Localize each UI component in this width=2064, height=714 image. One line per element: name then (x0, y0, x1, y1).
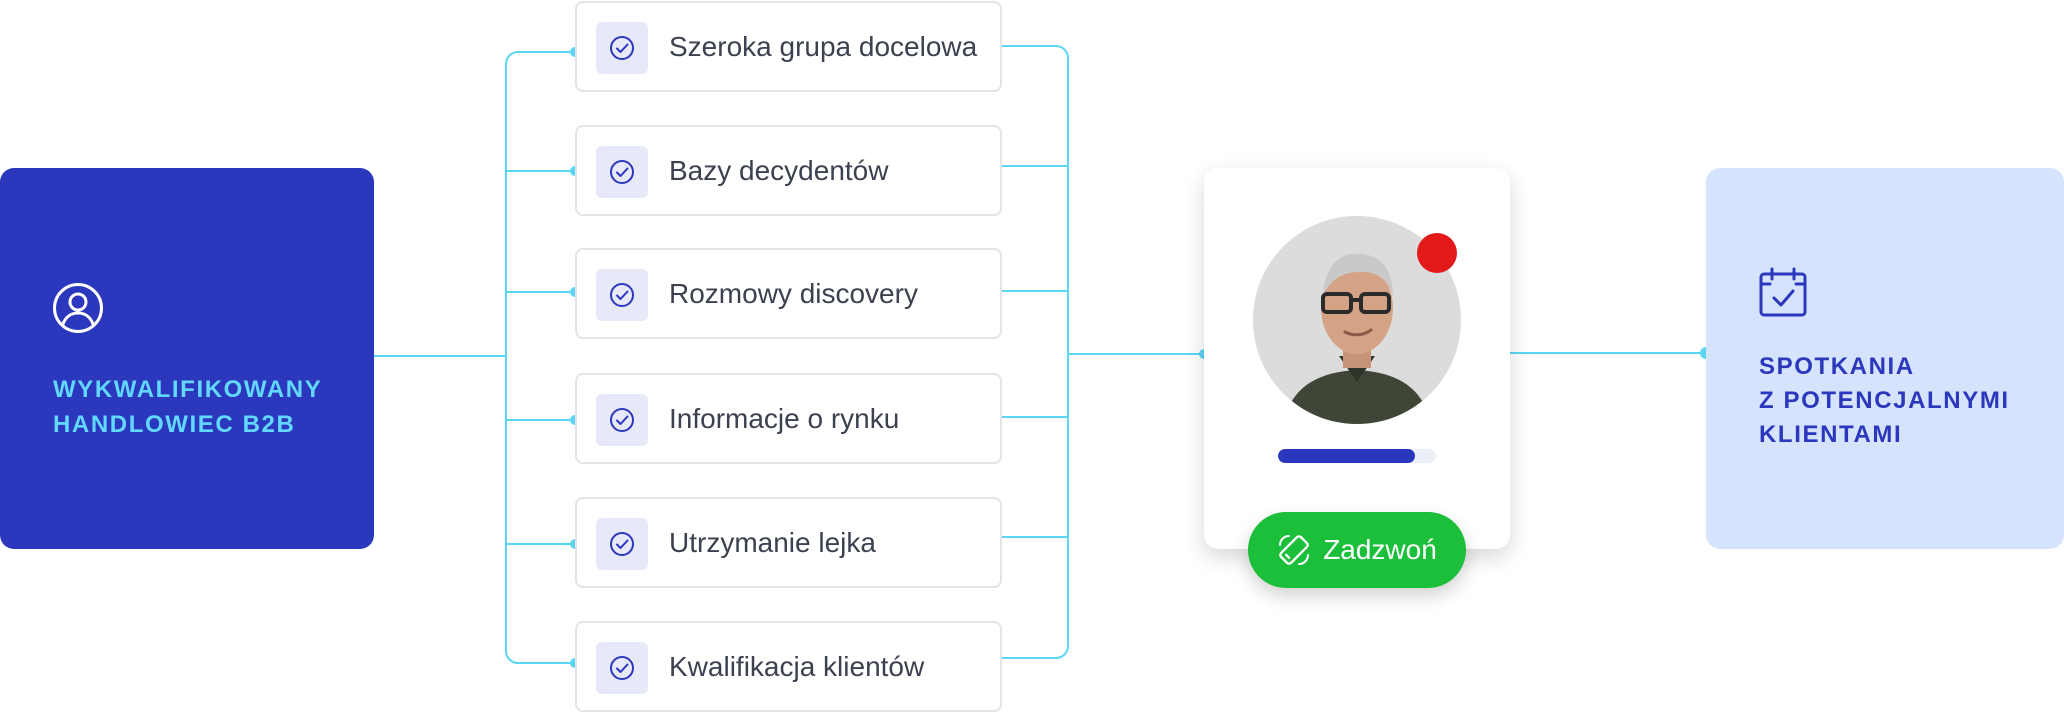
feature-label: Utrzymanie lejka (669, 527, 876, 558)
connector-left-trunk (505, 51, 519, 664)
check-tile (596, 269, 648, 321)
feature-item: Kwalifikacja klientów (575, 621, 1002, 712)
check-circle-icon (610, 408, 634, 432)
feature-item: Bazy decydentów (575, 125, 1002, 216)
feature-label: Informacje o rynku (669, 403, 900, 434)
feature-item: Szeroka grupa docelowa (575, 1, 1002, 92)
feature-label: Kwalifikacja klientów (669, 651, 925, 682)
outcome-box: SPOTKANIA Z POTENCJALNYMI KLIENTAMI (1706, 168, 2064, 549)
source-title-line: HANDLOWIEC B2B (53, 411, 296, 438)
check-circle-icon (610, 656, 634, 680)
call-button[interactable]: Zadzwoń (1248, 512, 1466, 588)
check-tile (596, 518, 648, 570)
outcome-title-line: SPOTKANIA (1759, 353, 1915, 380)
phone-icon (1279, 535, 1310, 565)
check-tile (596, 394, 648, 446)
feature-item: Utrzymanie lejka (575, 497, 1002, 588)
user-circle-icon (53, 283, 103, 333)
feature-item: Informacje o rynku (575, 373, 1002, 464)
check-circle-icon (610, 283, 634, 307)
feature-label: Bazy decydentów (669, 155, 889, 186)
progress-bar-fill (1278, 449, 1416, 463)
feature-item: Rozmowy discovery (575, 248, 1002, 339)
check-circle-icon (610, 160, 634, 184)
check-circle-icon (610, 532, 634, 556)
source-title: WYKWALIFIKOWANY HANDLOWIEC B2B (53, 372, 353, 442)
progress-bar (1278, 449, 1436, 463)
outcome-title-line: KLIENTAMI (1759, 421, 1903, 448)
feature-label: Szeroka grupa docelowa (669, 31, 978, 62)
check-tile (596, 146, 648, 198)
source-title-line: WYKWALIFIKOWANY (53, 376, 323, 403)
outcome-title: SPOTKANIA Z POTENCJALNYMI KLIENTAMI (1759, 350, 2059, 452)
source-box: WYKWALIFIKOWANY HANDLOWIEC B2B (0, 168, 374, 549)
feature-label: Rozmowy discovery (669, 278, 918, 309)
check-tile (596, 642, 648, 694)
connector-right-trunk (1002, 45, 1069, 659)
call-button-label: Zadzwoń (1323, 534, 1437, 565)
red-status-dot (1417, 233, 1457, 273)
calendar-check-icon (1759, 267, 1807, 317)
check-circle-icon (610, 36, 634, 60)
call-card (1204, 168, 1510, 549)
check-tile (596, 22, 648, 74)
outcome-title-line: Z POTENCJALNYMI (1759, 387, 2010, 414)
